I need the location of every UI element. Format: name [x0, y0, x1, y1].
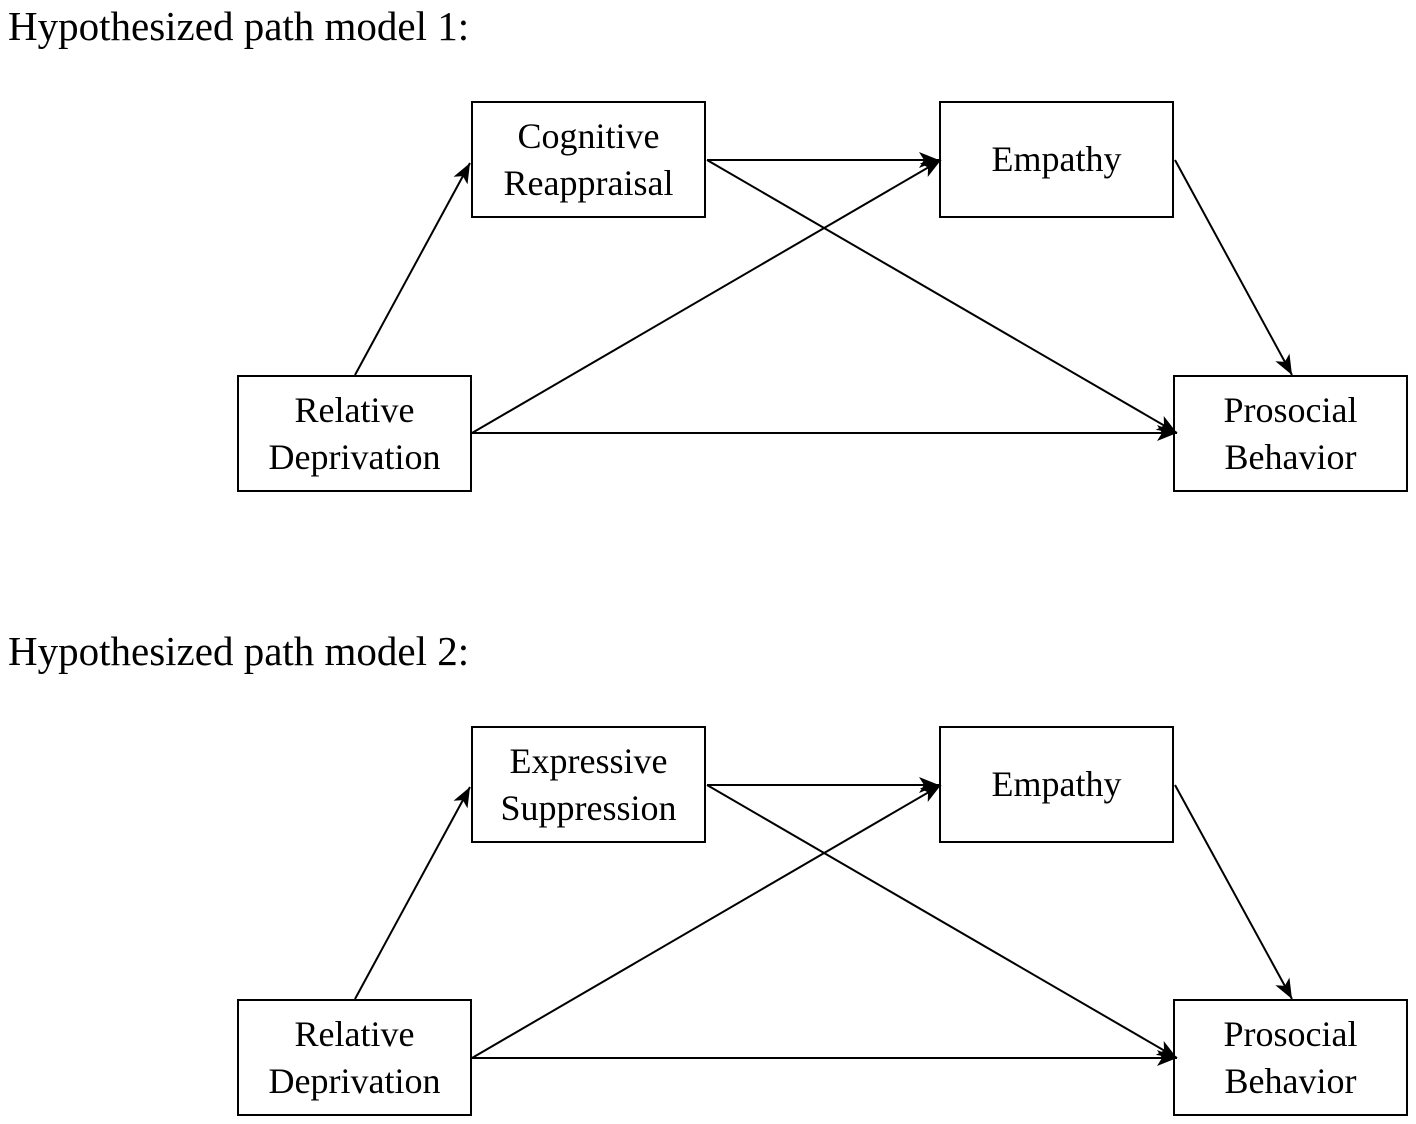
node-label-line: Prosocial	[1223, 1013, 1358, 1054]
model-2-node-empathy: Empathy	[939, 726, 1174, 843]
node-label-line: Suppression	[500, 787, 677, 828]
model-2-node-prosocial-behavior: Prosocial Behavior	[1173, 999, 1408, 1116]
node-label-line: Relative	[294, 389, 415, 430]
node-label-line: Reappraisal	[503, 162, 674, 203]
node-label-line: Expressive	[509, 740, 668, 781]
model-2-node-relative-deprivation: Relative Deprivation	[237, 999, 472, 1116]
node-label-line: Behavior	[1224, 436, 1357, 477]
node-label-line: Empathy	[991, 764, 1122, 804]
model-1-node-empathy: Empathy	[939, 101, 1174, 218]
node-label-line: Empathy	[991, 139, 1122, 179]
node-label-line: Prosocial	[1223, 389, 1358, 430]
model-1-node-prosocial-behavior: Prosocial Behavior	[1173, 375, 1408, 492]
model-2-title: Hypothesized path model 2:	[8, 628, 470, 674]
node-label-line: Cognitive	[517, 115, 660, 156]
model-1-arrow-predictor-to-mediator	[354, 162, 471, 376]
node-label-line: Deprivation	[268, 1060, 441, 1101]
model-1-arrow-empathy-to-outcome	[1174, 159, 1293, 376]
model-2-arrow-predictor-to-mediator	[354, 786, 471, 1000]
model-2-arrow-empathy-to-outcome	[1174, 784, 1293, 1000]
node-label-line: Relative	[294, 1013, 415, 1054]
model-2-node-expressive-suppression: Expressive Suppression	[471, 726, 706, 843]
node-label-line: Behavior	[1224, 1060, 1357, 1101]
model-1-node-cognitive-reappraisal: Cognitive Reappraisal	[471, 101, 706, 218]
node-label-line: Deprivation	[268, 436, 441, 477]
model-1-title: Hypothesized path model 1:	[8, 3, 470, 49]
model-1-node-relative-deprivation: Relative Deprivation	[237, 375, 472, 492]
